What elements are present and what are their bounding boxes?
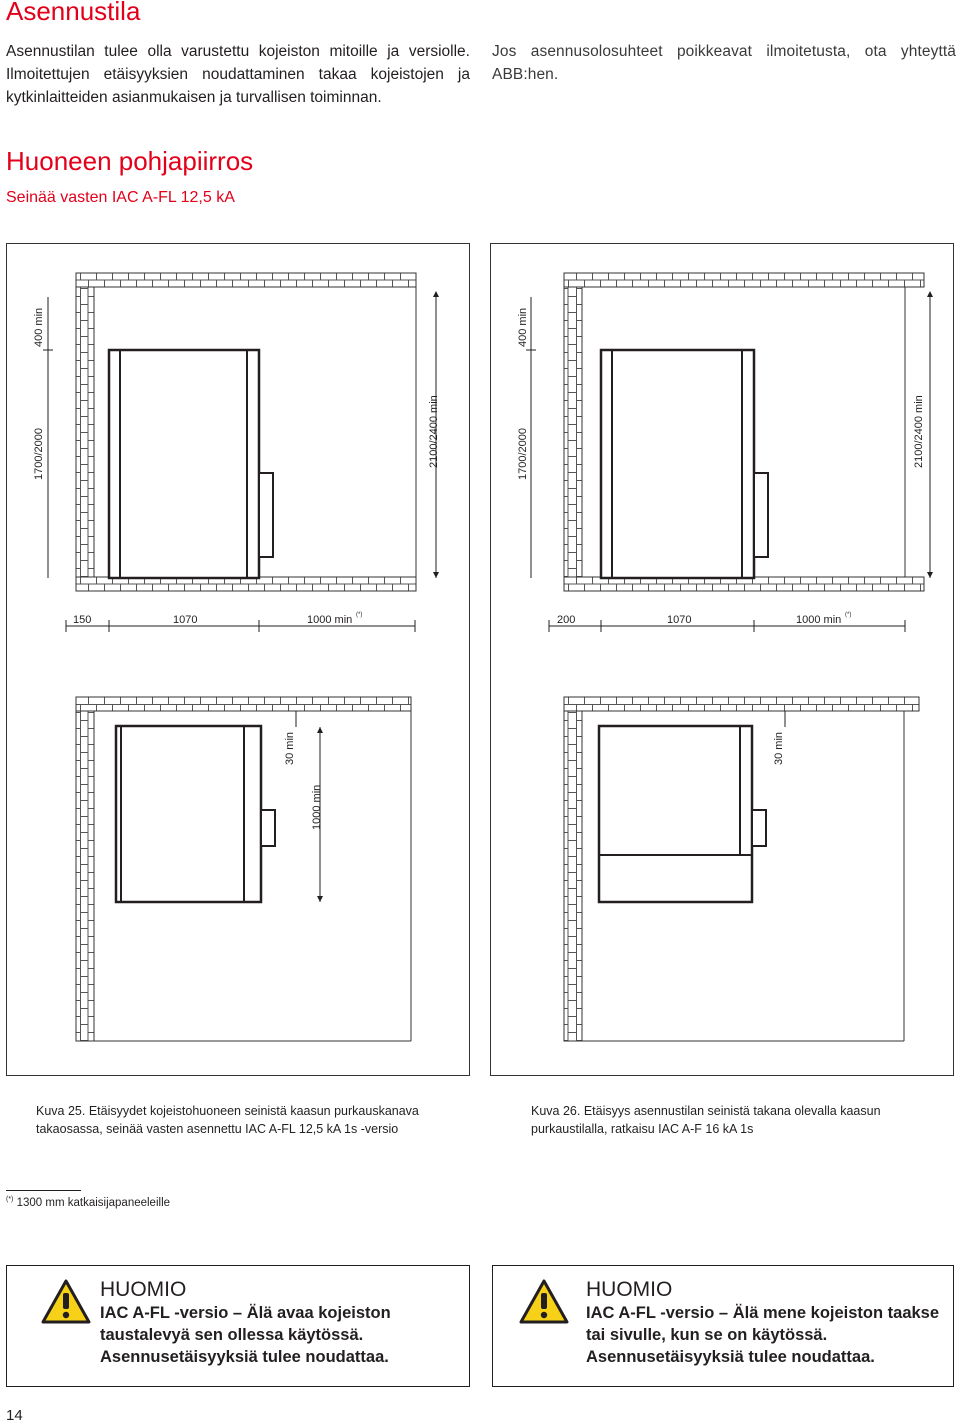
- figure-right-top: 400 min 1700/2000 2100/2400 min 200 1070…: [517, 272, 933, 632]
- switchgear-body: [597, 724, 754, 904]
- warning-box-right: HUOMIO IAC A-FL -versio – Älä mene kojei…: [492, 1265, 954, 1387]
- page-title: Asennustila: [6, 0, 141, 26]
- switchgear-body: [114, 724, 263, 904]
- dim-depth: 1700/2000: [517, 428, 529, 480]
- switchgear-handle: [751, 809, 767, 847]
- dim-side-gap: 30 min: [773, 732, 785, 765]
- dim-wall-gap: 400 min: [33, 308, 45, 347]
- figure-left-bottom: 30 min 1000 min: [75, 696, 412, 1042]
- figure-right-caption: Kuva 26. Etäisyys asennustilan seinistä …: [531, 1104, 881, 1136]
- dim-w3: 1000 min: [307, 614, 352, 626]
- footnote-mark: (*): [6, 1196, 14, 1203]
- dim-w3-note: (*): [845, 612, 851, 618]
- wall-top: [75, 696, 412, 712]
- footnote-text: 1300 mm katkaisijapaneeleille: [16, 1196, 171, 1209]
- page-number: 14: [6, 1407, 23, 1424]
- footnote-rule: [6, 1190, 81, 1191]
- dim-w2: 1070: [667, 614, 691, 626]
- warning-title: HUOMIO: [586, 1278, 673, 1301]
- switchgear-handle: [753, 472, 769, 558]
- warning-triangle-icon: [519, 1279, 569, 1324]
- switchgear-body: [107, 348, 261, 580]
- dim-depth: 1700/2000: [33, 428, 45, 480]
- dim-height: 2100/2400 min: [428, 395, 440, 468]
- figure-left-caption: Kuva 25. Etäisyydet kojeistohuoneen sein…: [36, 1104, 419, 1136]
- wall-left: [75, 710, 95, 1042]
- figure-left-top: 400 min 1700/2000 2100/2400 min 150 1070…: [33, 272, 440, 632]
- switchgear-handle: [258, 472, 274, 558]
- wall-top: [563, 696, 920, 712]
- section-title: Huoneen pohjapiirros: [6, 146, 254, 176]
- floor-plan-drawings: 400 min 1700/2000 2100/2400 min 150 1070…: [33, 272, 933, 1042]
- figure-right-panel: [490, 243, 954, 1076]
- switchgear-handle: [260, 809, 276, 847]
- warning-box-left: HUOMIO IAC A-FL -versio – Älä avaa kojei…: [6, 1265, 470, 1387]
- intro-right-text: Jos asennusolosuhteet poikkeavat ilmoite…: [492, 43, 956, 83]
- warning-text: IAC A-FL -versio – Älä mene kojeiston ta…: [586, 1304, 940, 1366]
- switchgear-body: [599, 348, 756, 580]
- dim-w1: 200: [557, 614, 575, 626]
- warning-text: IAC A-FL -versio – Älä avaa kojeiston ta…: [100, 1304, 391, 1366]
- figure-left-panel: [6, 243, 470, 1076]
- wall-left: [563, 710, 583, 1042]
- dim-wall-gap: 400 min: [517, 308, 529, 347]
- dim-w1: 150: [73, 614, 91, 626]
- wall-left: [75, 286, 95, 578]
- dim-w3: 1000 min: [796, 614, 841, 626]
- wall-top: [75, 272, 417, 288]
- figure-right-bottom: 30 min: [563, 696, 920, 1042]
- warning-title: HUOMIO: [100, 1278, 187, 1301]
- dim-w3-note: (*): [356, 612, 362, 618]
- section-subtitle: Seinää vasten IAC A-FL 12,5 kA: [6, 189, 235, 206]
- dim-front: 1000 min: [311, 785, 323, 830]
- dim-height: 2100/2400 min: [913, 395, 925, 468]
- dim-side-gap: 30 min: [284, 732, 296, 765]
- wall-left: [563, 286, 583, 578]
- dim-w2: 1070: [173, 614, 197, 626]
- intro-left-text: Asennustilan tulee olla varustettu kojei…: [6, 43, 470, 106]
- warning-triangle-icon: [41, 1279, 91, 1324]
- footnote: (*) 1300 mm katkaisijapaneeleille: [6, 1196, 170, 1209]
- wall-top: [563, 272, 925, 288]
